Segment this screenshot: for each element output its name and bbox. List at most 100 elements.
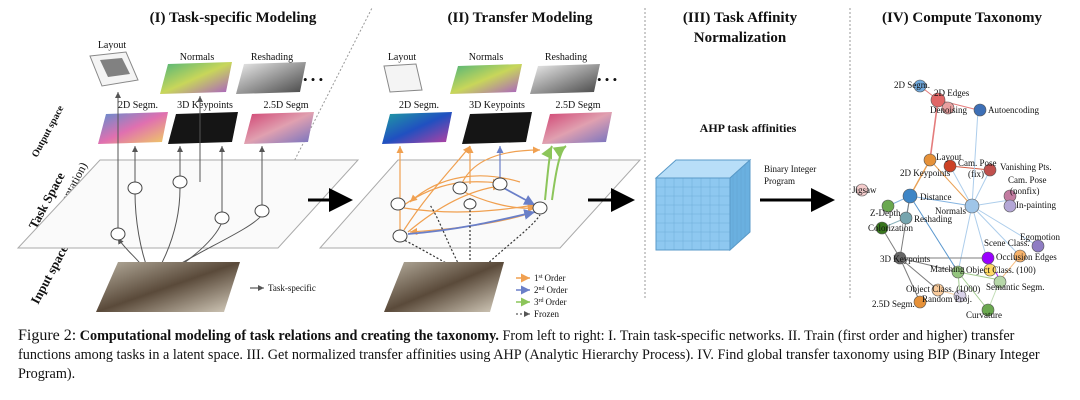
thumb-label-2d-segm: 2D Segm. bbox=[118, 100, 158, 111]
bip-label-line2: Program bbox=[764, 176, 795, 186]
panel-2: Layout Normals Reshading 2D Segm. 3D Key… bbox=[318, 52, 642, 319]
output-space-label: Output space bbox=[30, 103, 67, 159]
node-cam-pose-fix bbox=[943, 159, 957, 173]
panel-4-title: (IV) Compute Taxonomy bbox=[882, 10, 1043, 26]
figure-caption: Figure 2: Computational modeling of task… bbox=[18, 326, 1068, 384]
thumb2-3d-keypoints bbox=[462, 112, 532, 144]
node-label-object-class-1000: Object Class. (1000) bbox=[906, 284, 980, 294]
node-label-reshading: Reshading bbox=[914, 214, 952, 224]
node-semantic-segm bbox=[993, 275, 1007, 289]
node-2d-segm bbox=[913, 79, 927, 93]
node-label-25d-segm: 2.5D Segm. bbox=[872, 299, 915, 309]
node-layout bbox=[923, 153, 937, 167]
thumb-layout-content bbox=[100, 58, 130, 77]
node-random-proj bbox=[953, 289, 967, 303]
node-label-colorization: Colorization bbox=[868, 223, 913, 233]
node-3d-keypoints bbox=[893, 251, 907, 265]
node-label-2d-keypoints: 2D Keypoints bbox=[900, 168, 951, 178]
node-label-object-class-100: Object Class. (100) bbox=[966, 265, 1036, 275]
thumb2-reshading bbox=[530, 64, 600, 94]
caption-bold: Computational modeling of task relations… bbox=[79, 328, 499, 344]
thumb-normals bbox=[160, 62, 232, 94]
thumb-reshading bbox=[236, 62, 306, 94]
affinity-cube bbox=[654, 158, 752, 252]
thumb2-label-3d-keypoints: 3D Keypoints bbox=[469, 100, 525, 111]
thumb2-label-2d-segm: 2D Segm. bbox=[399, 100, 439, 111]
node-reshading bbox=[899, 211, 913, 225]
input-image-2 bbox=[384, 262, 504, 312]
node-label-cam-pose-nonfix: Cam. Pose bbox=[1008, 175, 1047, 185]
thumb2-layout bbox=[383, 63, 423, 93]
thumb-label-25d-segm: 2.5D Segm bbox=[264, 100, 309, 111]
caption-body: From left to right: I. Train task-specif… bbox=[18, 328, 1040, 382]
panel-3: AHP task affinities Binary Integer Progr… bbox=[654, 121, 816, 252]
node-object-class-100 bbox=[983, 263, 997, 277]
node-object-class-1000 bbox=[931, 283, 945, 297]
taxonomy-nodes bbox=[855, 79, 1045, 317]
task-plane-1 bbox=[16, 159, 360, 249]
thumb2-ellipsis: • • • bbox=[597, 72, 617, 87]
node-colorization bbox=[875, 221, 889, 235]
node-label-cam-pose-fix: Cam. Pose bbox=[958, 158, 997, 168]
node-label-fix: (fix) bbox=[968, 169, 984, 179]
panel-3-title-line2: Normalization bbox=[694, 30, 787, 46]
node-scene-class bbox=[1013, 249, 1027, 263]
node-label-z-depth: Z-Depth bbox=[870, 208, 901, 218]
thumb-label-reshading: Reshading bbox=[251, 52, 293, 63]
node-label-matching: Matching bbox=[930, 264, 965, 274]
node-label-2d-segm: 2D Segm. bbox=[894, 80, 930, 90]
node-denoising bbox=[941, 101, 955, 115]
node-label-occlusion-edges: Occlusion Edges bbox=[996, 252, 1057, 262]
thumb2-25d-segm bbox=[542, 112, 612, 144]
input-image-1 bbox=[96, 262, 240, 312]
bip-label-line1: Binary Integer bbox=[764, 164, 816, 174]
node-label-semantic-segm: Semantic Segm. bbox=[986, 282, 1045, 292]
input-space-label: Input space bbox=[27, 242, 71, 306]
node-autoencoding bbox=[973, 103, 987, 117]
panel-separators bbox=[281, 7, 851, 300]
node-label-normals: Normals bbox=[935, 206, 966, 216]
thumb2-label-layout: Layout bbox=[388, 52, 417, 63]
ahp-label: AHP task affinities bbox=[700, 121, 797, 135]
node-label-distance: Distance bbox=[920, 192, 952, 202]
node-2d-edges bbox=[930, 92, 946, 108]
node-label-vanishing-pts: Vanishing Pts. bbox=[1000, 162, 1052, 172]
node-label-random-proj: Random Proj. bbox=[922, 294, 972, 304]
node-label-scene-class: Scene Class. bbox=[984, 238, 1030, 248]
node-label-3d-keypoints: 3D Keypoints bbox=[880, 254, 931, 264]
panel-1: Layout Normals Reshading 2D Segm. 3D Key… bbox=[16, 40, 360, 312]
legend-task-specific: Task-specific bbox=[268, 283, 316, 293]
taxonomy-graph: 2D Segm. 2D Edges Denoising Autoencoding… bbox=[852, 79, 1060, 320]
caption-label: Figure 2: bbox=[18, 327, 77, 344]
node-label-in-painting: In-painting bbox=[1016, 200, 1056, 210]
thumb2-label-normals: Normals bbox=[469, 52, 504, 63]
panel-2-title: (II) Transfer Modeling bbox=[448, 10, 593, 26]
panel-3-title-line1: (III) Task Affinity bbox=[683, 10, 798, 26]
node-curvature bbox=[981, 303, 995, 317]
taxonomy-figure: (I) Task-specific Modeling (II) Transfer… bbox=[16, 7, 1060, 320]
node-occlusion-edges bbox=[981, 251, 995, 265]
thumb-ellipsis: • • • bbox=[303, 72, 323, 87]
node-in-painting bbox=[1003, 199, 1017, 213]
node-label-2d-edges: 2D Edges bbox=[934, 88, 970, 98]
legend-frozen: Frozen bbox=[534, 309, 559, 319]
thumb-3d-keypoints bbox=[168, 112, 238, 144]
node-label-denoising: Denoising bbox=[930, 105, 967, 115]
node-jigsaw bbox=[855, 183, 869, 197]
node-label-nonfix: (nonfix) bbox=[1010, 186, 1040, 196]
thumb-label-3d-keypoints: 3D Keypoints bbox=[177, 100, 233, 111]
thumb-label-layout: Layout bbox=[98, 40, 127, 51]
node-label-autoencoding: Autoencoding bbox=[988, 105, 1039, 115]
thumb-label-normals: Normals bbox=[180, 52, 215, 63]
taxonomy-labels: 2D Segm. 2D Edges Denoising Autoencoding… bbox=[852, 80, 1060, 320]
thumb2-label-reshading: Reshading bbox=[545, 52, 587, 63]
node-label-layout: Layout bbox=[936, 152, 962, 162]
node-label-jigsaw: Jigsaw bbox=[852, 185, 877, 195]
node-vanishing-pts bbox=[983, 163, 997, 177]
node-egomotion bbox=[1031, 239, 1045, 253]
node-label-egomotion: Egomotion bbox=[1020, 232, 1060, 242]
thumb-2d-segm bbox=[98, 112, 168, 144]
